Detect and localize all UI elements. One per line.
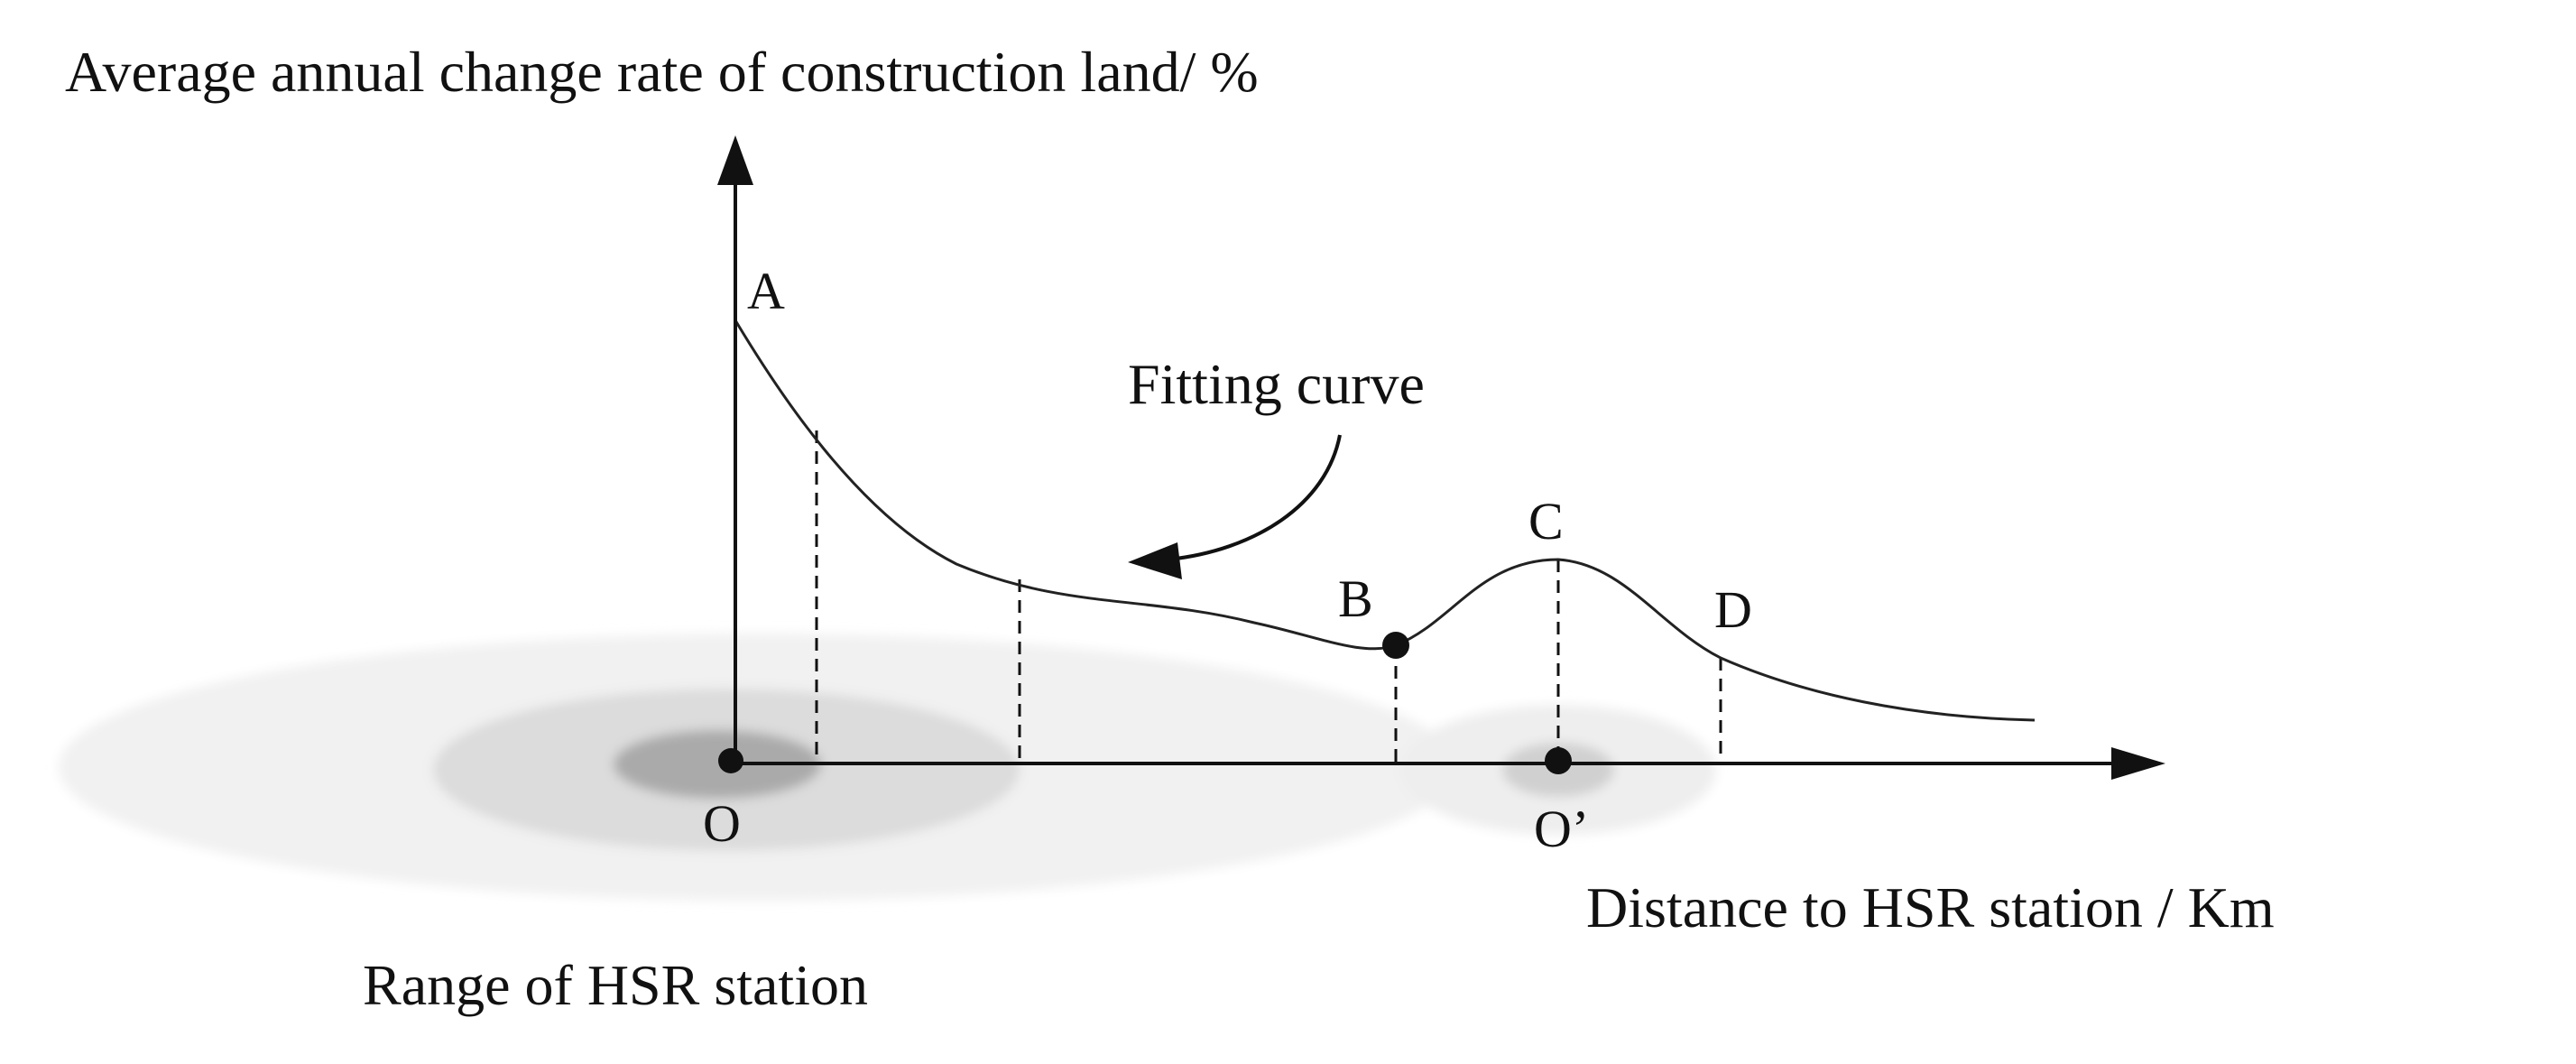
point-b-dot	[1382, 632, 1409, 659]
point-d-label: D	[1714, 580, 1752, 639]
point-c-label: C	[1528, 492, 1564, 551]
x-axis-arrowhead	[2111, 747, 2165, 780]
point-b-label: B	[1338, 569, 1373, 628]
pointer-arrowhead	[1128, 542, 1182, 579]
curve-pointer-arrow	[1128, 434, 1342, 579]
distance-markers	[815, 430, 1722, 763]
secondary-origin-label: O’	[1534, 800, 1589, 858]
pointer-arrow-stem	[1168, 434, 1342, 561]
x-axis-title: Distance to HSR station / Km	[1586, 875, 2275, 939]
inner-station-range	[614, 730, 821, 799]
fitting-curve-label: Fitting curve	[1128, 352, 1425, 416]
origin-label: O	[703, 794, 741, 853]
origin-point	[718, 748, 743, 773]
secondary-origin-point	[1545, 747, 1572, 774]
y-axis-title: Average annual change rate of constructi…	[65, 40, 1259, 104]
station-range-zones	[59, 634, 1716, 901]
point-a-label: A	[747, 262, 785, 320]
y-axis-arrowhead	[717, 135, 753, 185]
axes	[717, 135, 2165, 780]
station-range-label: Range of HSR station	[363, 953, 868, 1017]
